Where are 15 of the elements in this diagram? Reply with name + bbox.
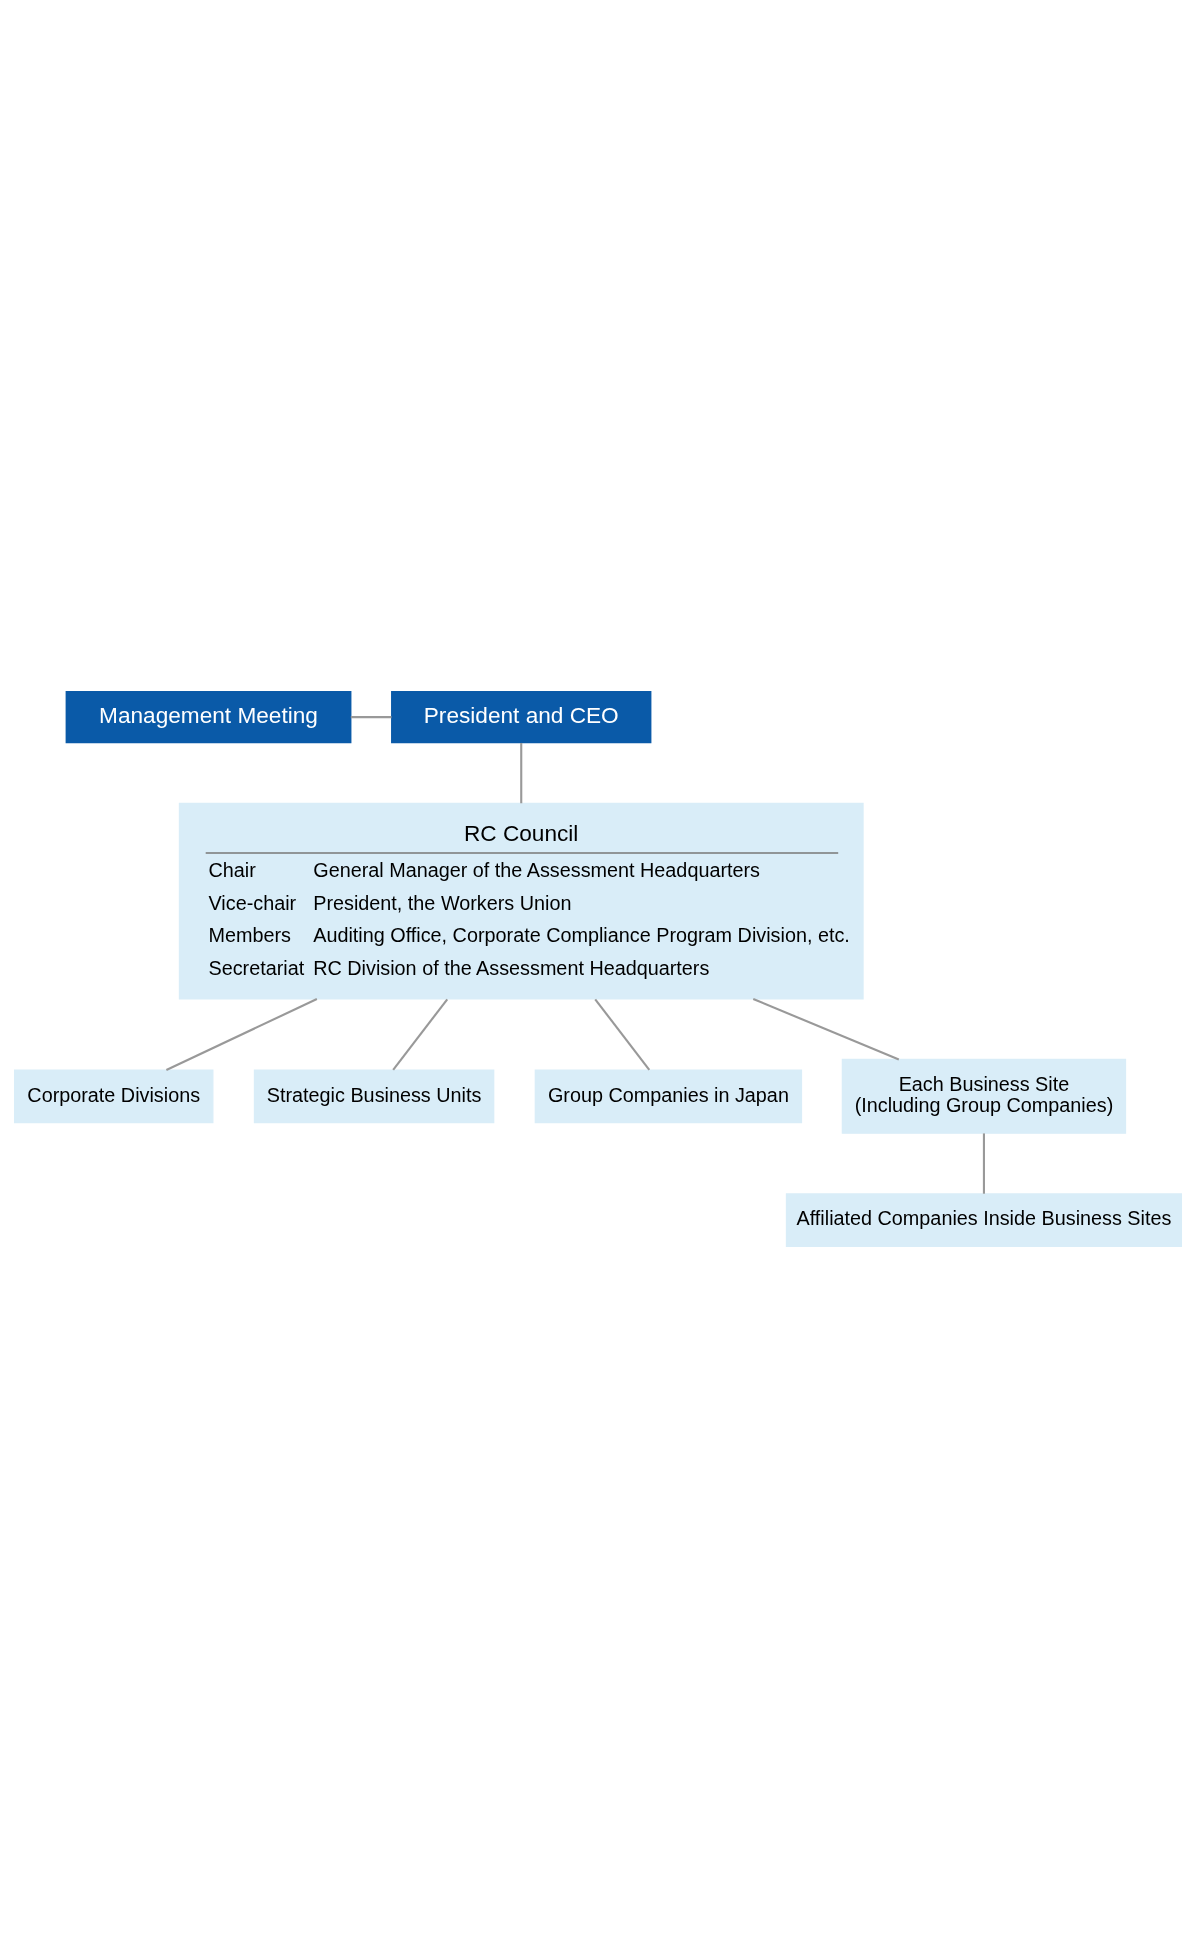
connector: [392, 998, 449, 1071]
node-box: Each Business Site (Including Group Companies): [841, 1058, 1127, 1134]
connector: [594, 998, 651, 1071]
node-box: President and CEO: [391, 690, 652, 743]
connector: [165, 997, 318, 1071]
connector: [752, 997, 900, 1060]
node-box: Strategic Business Units: [253, 1068, 495, 1123]
connector: [350, 715, 392, 718]
node-box: Corporate Divisions: [13, 1068, 214, 1123]
node-box: Affiliated Companies Inside Business Sites: [785, 1192, 1183, 1247]
node-box: RC Council Chair General Manager of the Assessment Headquarters Vice-chair President, the Workers Union Members Auditing Office, Corporate Compliance Program Division, etc. Secretariat RC Division of the Assessment Headquarters: [178, 802, 864, 999]
connector: [982, 1132, 985, 1194]
node-box: Management Meeting: [65, 690, 352, 743]
connector: [520, 742, 523, 803]
node-box: Group Companies in Japan: [534, 1068, 803, 1123]
